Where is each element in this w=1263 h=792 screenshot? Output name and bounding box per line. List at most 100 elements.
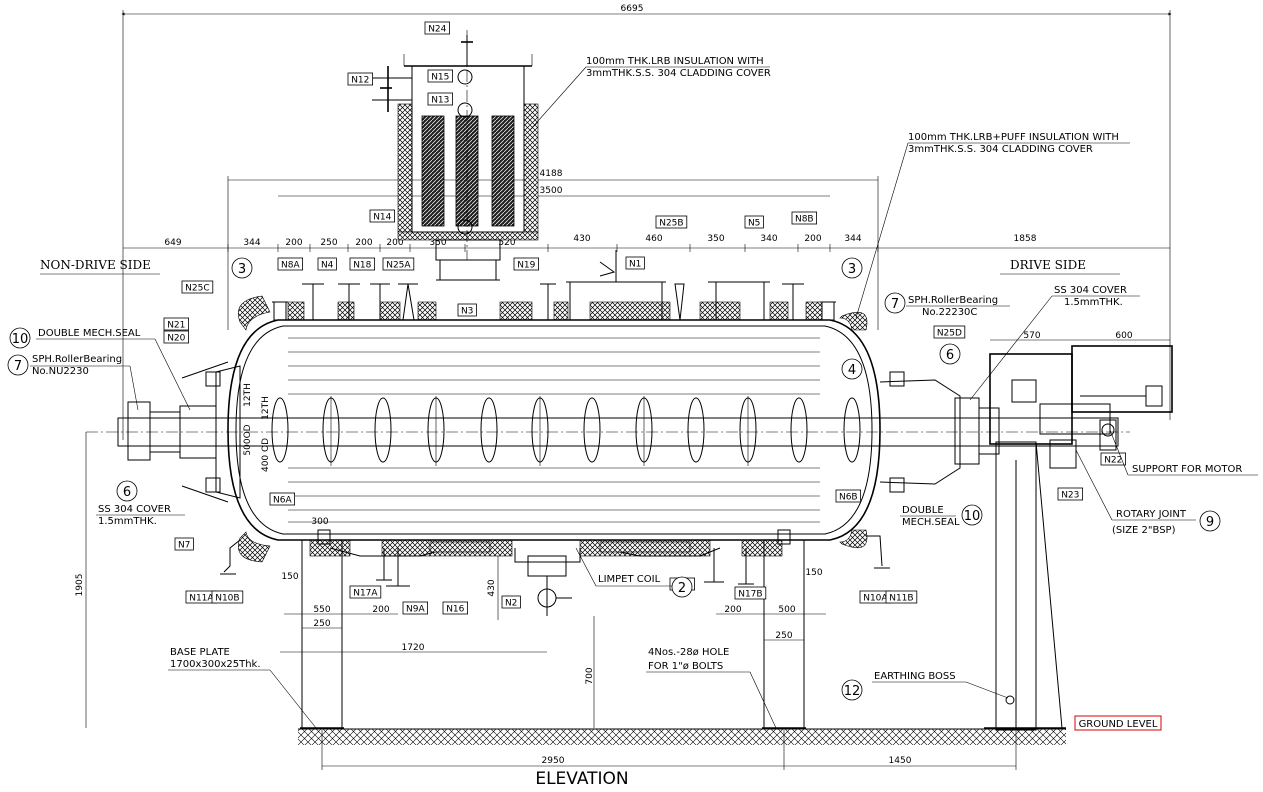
nozzle-tag-n3: N3 [457, 303, 477, 317]
shell-top-nozzles [272, 250, 836, 321]
dim-3500: 3500 [540, 186, 563, 196]
nozzle-tag-text: N10B [215, 594, 239, 604]
drive-side-label: DRIVE SIDE [1010, 258, 1086, 272]
nozzle-tag-text: N15 [431, 73, 449, 83]
drive-end [879, 371, 1000, 493]
dim-649: 649 [164, 238, 181, 248]
nozzle-tag-n8a: N8A [277, 257, 304, 271]
note-ss-cover-right-2: 1.5mmTHK. [1064, 297, 1123, 308]
dim-400od: 400 OD [261, 438, 271, 472]
nozzle-tag-text: N16 [446, 605, 464, 615]
balloon-7: 7 [884, 292, 906, 314]
dim-250c: 250 [775, 631, 792, 641]
balloon-9: 9 [1199, 510, 1221, 532]
nozzle-tag-n2: N2 [501, 595, 521, 609]
nozzle-tag-n25b: N25B [655, 215, 688, 229]
balloon-12: 12 [841, 679, 863, 701]
note-bearing-right-1: SPH.RollerBearing [908, 295, 998, 306]
dim-12th-b: 12TH [261, 396, 271, 420]
dim-500od: 500OD [243, 424, 253, 455]
note-ins-top-1: 100mm THK.LRB INSULATION WITH [586, 56, 764, 67]
overall-dimension: 6695 4188 3500 649 344 200 250 200 200 3… [121, 4, 1172, 440]
note-earthing-boss: EARTHING BOSS [874, 671, 956, 682]
lower-dimensions: 1905 430 700 150 150 300 550 250 200 200… [75, 331, 1170, 770]
note-base-plate-1: BASE PLATE [170, 647, 230, 658]
balloon-text: 6 [123, 485, 131, 500]
nozzle-tag-text: N2 [505, 599, 517, 609]
nozzle-tag-text: N8A [281, 261, 300, 271]
note-rotary-joint-2: (SIZE 2"BSP) [1112, 525, 1176, 536]
note-bearing-right-2: No.22230C [922, 307, 977, 318]
balloon-2: 2 [671, 576, 693, 598]
balloon-text: 10 [12, 332, 29, 347]
dim-200c: 200 [386, 238, 403, 248]
dim-12th-a: 12TH [243, 383, 253, 407]
nozzle-tag-text: N17B [738, 590, 762, 600]
note-holes-2: FOR 1"ø BOLTS [648, 661, 723, 672]
note-ss-cover-right-1: SS 304 COVER [1054, 285, 1127, 296]
dim-4188: 4188 [540, 169, 563, 179]
nozzle-tag-n16: N16 [442, 601, 469, 615]
dim-700: 700 [585, 667, 595, 684]
nozzle-tag-text: N6A [273, 496, 292, 506]
nozzle-tag-text: N4 [321, 261, 334, 271]
motor-assembly [984, 345, 1173, 731]
dim-430a: 430 [573, 234, 590, 244]
balloon-text: 4 [848, 363, 856, 378]
dim-1858: 1858 [1014, 234, 1037, 244]
non-drive-side-label: NON-DRIVE SIDE [40, 258, 151, 272]
dim-350a: 350 [429, 238, 446, 248]
nozzle-tag-n4: N4 [317, 257, 337, 271]
dim-200e: 200 [372, 605, 389, 615]
dim-250b: 250 [313, 619, 330, 629]
nozzle-tag-n12: N12 [347, 72, 374, 86]
nozzle-tag-text: N23 [1061, 491, 1079, 501]
dim-430b: 430 [487, 579, 497, 596]
nozzle-tag-text: N11B [889, 594, 913, 604]
note-ins-right-2: 3mmTHK.S.S. 304 CLADDING COVER [908, 144, 1093, 155]
dim-200f: 200 [724, 605, 741, 615]
dim-250a: 250 [320, 238, 337, 248]
nozzle-tag-text: N11A [189, 594, 214, 604]
nozzle-tag-text: N7 [178, 541, 190, 551]
nozzle-tag-text: N22 [1104, 456, 1122, 466]
balloon-text: 12 [844, 684, 861, 699]
dim-344b: 344 [844, 234, 861, 244]
ground-level-label: GROUND LEVEL [1079, 719, 1158, 730]
balloon-6: 6 [116, 480, 138, 502]
dim-2950: 2950 [542, 756, 565, 766]
nozzle-tag-n8b: N8B [791, 211, 818, 225]
nozzle-tag-text: N9A [406, 605, 425, 615]
nozzle-tag-text: N8B [795, 215, 814, 225]
note-holes-1: 4Nos.-28ø HOLE [648, 647, 729, 658]
dim-600: 600 [1115, 331, 1132, 341]
nozzle-tag-n14: N14 [369, 209, 396, 223]
dim-300: 300 [311, 517, 328, 527]
non-drive-end [127, 361, 241, 503]
nozzle-tag-n15: N15 [427, 69, 454, 83]
dim-6695: 6695 [621, 4, 644, 14]
balloon-text: 7 [14, 359, 22, 374]
note-support-motor: SUPPORT FOR MOTOR [1132, 464, 1242, 475]
nozzle-tag-n9a: N9A [402, 601, 429, 615]
dim-1720: 1720 [402, 643, 425, 653]
dim-350b: 350 [707, 234, 724, 244]
dim-500: 500 [778, 605, 795, 615]
note-ss-cover-left-2: 1.5mmTHK. [98, 516, 157, 527]
dim-344a: 344 [243, 238, 260, 248]
dim-150a: 150 [281, 572, 298, 582]
nozzle-tag-text: N12 [351, 76, 369, 86]
nozzle-tag-n6a: N6A [269, 492, 296, 506]
ground [298, 728, 1066, 745]
nozzle-tag-n24: N24 [424, 21, 451, 35]
nozzle-tag-n25c: N25C [181, 280, 214, 294]
nozzle-tag-n13: N13 [427, 92, 454, 106]
dim-1905: 1905 [75, 574, 85, 597]
dim-1450: 1450 [889, 756, 912, 766]
balloon-3: 3 [841, 257, 863, 279]
nozzle-tag-n18: N18 [349, 257, 376, 271]
balloon-text: 7 [891, 297, 899, 312]
